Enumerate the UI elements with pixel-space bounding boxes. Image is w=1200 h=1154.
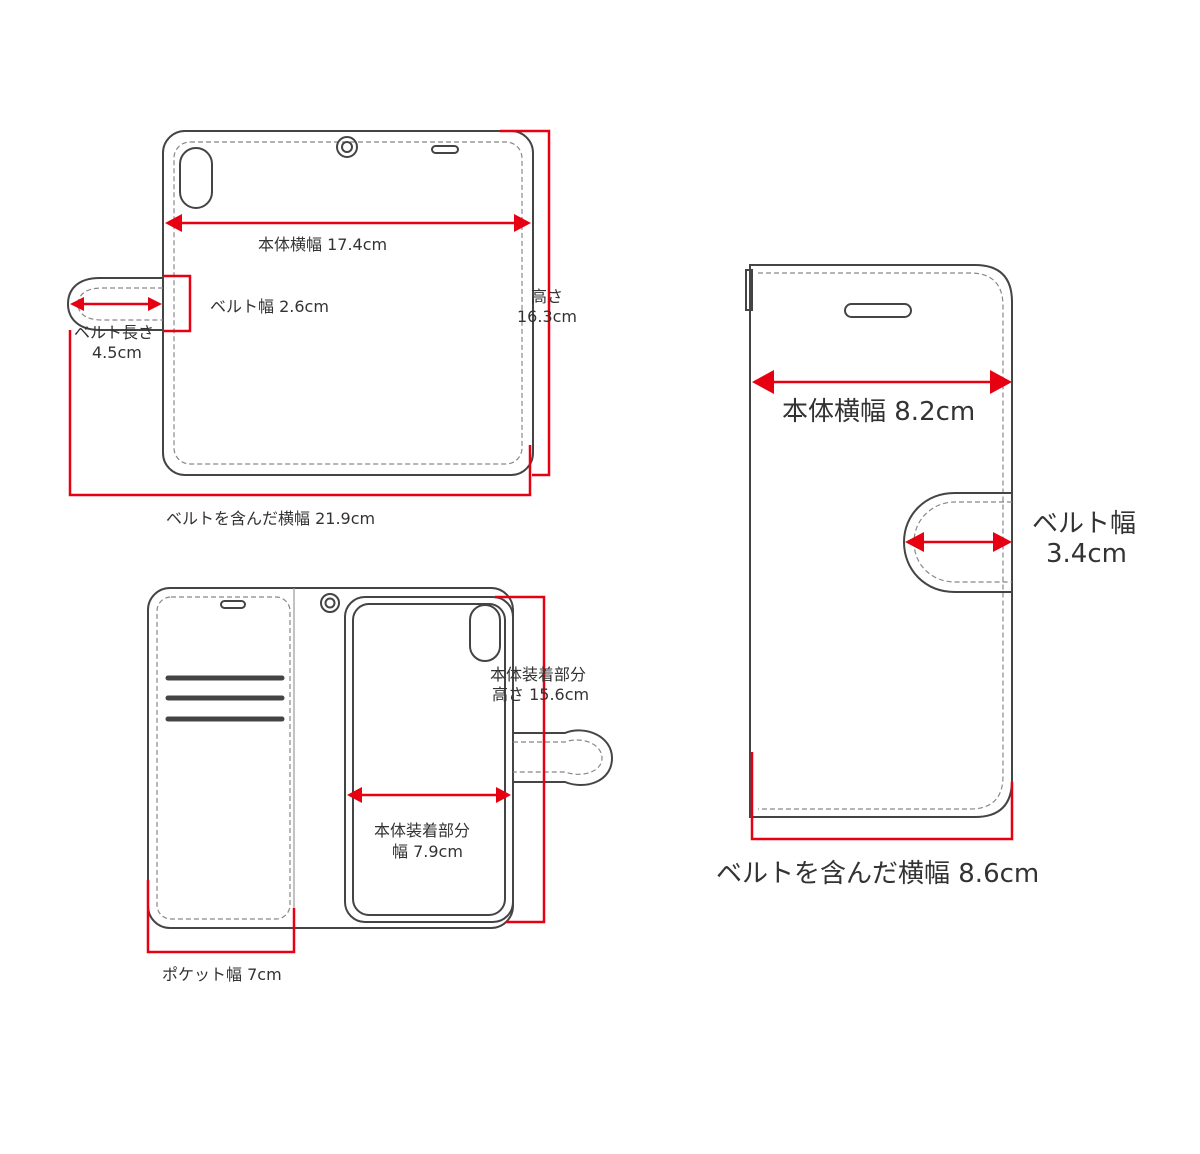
top-height-bracket <box>500 129 551 477</box>
side-body-width-label: 本体横幅 8.2cm <box>782 397 975 427</box>
top-belt-width-label: ベルト幅 2.6cm <box>210 297 329 316</box>
bottom-case-outline <box>147 587 514 929</box>
strap-hole <box>336 136 358 158</box>
bottom-case-view <box>147 587 614 929</box>
top-height-label-1: 高さ <box>531 287 563 306</box>
top-belt-tab <box>66 277 163 331</box>
bottom-belt-tab <box>513 729 614 786</box>
top-case-outline <box>162 130 534 476</box>
belt-length-label-1: ベルト長さ <box>74 323 154 342</box>
mount-height-label-1: 本体装着部分 <box>490 665 586 684</box>
mount-height-bracket <box>495 595 546 924</box>
camera-window <box>179 147 213 209</box>
side-total-width-bracket <box>750 752 1014 841</box>
side-labels: 本体横幅 8.2cm ベルト幅 3.4cm ベルトを含んだ横幅 8.6cm <box>716 397 1136 889</box>
belt-length-label-2: 4.5cm <box>92 343 142 362</box>
mount-width-label-1: 本体装着部分 <box>374 821 470 840</box>
mount-height-label-2: 高さ 15.6cm <box>492 685 589 704</box>
side-belt-width-label-2: 3.4cm <box>1046 539 1127 569</box>
side-belt-tab <box>902 492 1012 593</box>
top-total-width-label: ベルトを含んだ横幅 21.9cm <box>166 509 375 528</box>
bottom-strap-hole <box>320 593 340 613</box>
top-labels: 本体横幅 17.4cm ベルト幅 2.6cm ベルト長さ 4.5cm 高さ 16… <box>74 235 577 528</box>
top-case-view <box>66 130 534 476</box>
bottom-dimensions <box>146 595 546 954</box>
side-belt-width-label-1: ベルト幅 <box>1032 509 1136 539</box>
side-speaker-slot <box>844 303 912 318</box>
phone-mount-outline <box>344 596 514 923</box>
phone-mount-inner <box>352 603 506 916</box>
side-total-width-label: ベルトを含んだ横幅 8.6cm <box>716 859 1039 889</box>
side-spine-tab <box>745 269 753 311</box>
top-height-label-2: 16.3cm <box>517 307 577 326</box>
bottom-left-panel-stitch <box>156 596 291 920</box>
speaker-slot <box>431 145 459 154</box>
side-dimensions <box>750 370 1014 841</box>
side-case-outline <box>749 264 1013 818</box>
top-dimensions <box>68 129 551 497</box>
pocket-speaker-slot <box>220 600 246 609</box>
pocket-width-label: ポケット幅 7cm <box>162 965 282 984</box>
top-body-width-label: 本体横幅 17.4cm <box>258 235 387 254</box>
mount-width-label-2: 幅 7.9cm <box>392 842 463 861</box>
bottom-camera-window <box>469 604 501 662</box>
bottom-labels: 本体装着部分 高さ 15.6cm 本体装着部分 幅 7.9cm ポケット幅 7c… <box>162 665 589 984</box>
top-total-width-bracket <box>68 330 532 497</box>
pocket-width-bracket <box>146 880 296 954</box>
belt-width-bracket <box>163 274 192 333</box>
